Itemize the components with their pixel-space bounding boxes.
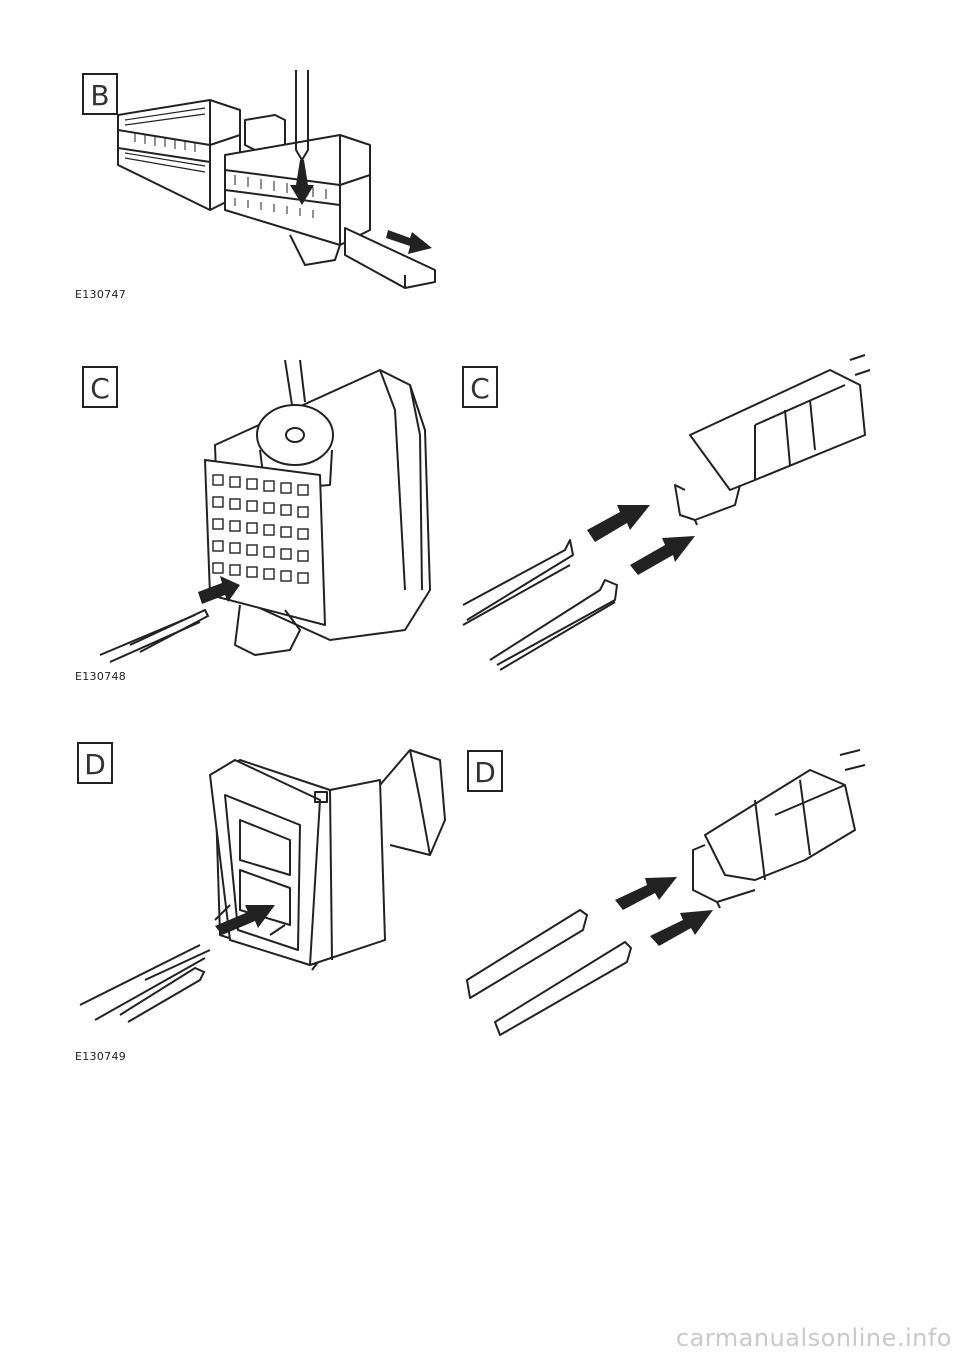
figure-c-code: E130748 <box>75 670 127 683</box>
figure-c-label-right: C <box>462 366 498 408</box>
figure-b-label: B <box>82 73 118 115</box>
figure-c-terminal-release-illustration <box>462 354 871 671</box>
figure-d-label-right: D <box>467 750 503 792</box>
figure-b-code: E130747 <box>75 288 127 301</box>
watermark: carmanualsonline.info <box>675 1324 952 1352</box>
figure-c-label-left: C <box>82 366 118 408</box>
figure-b: B <box>0 0 960 310</box>
figure-d-code: E130749 <box>75 1050 127 1063</box>
figure-c-connector-front-illustration <box>99 359 431 663</box>
figure-d: D D <box>0 730 960 1080</box>
figure-c: C C <box>0 340 960 690</box>
figure-d-terminal-release-illustration <box>466 749 866 1036</box>
figure-b-connector-illustration <box>117 70 436 289</box>
figure-d-connector-front-illustration <box>79 749 446 1023</box>
figure-d-label-left: D <box>77 742 113 784</box>
